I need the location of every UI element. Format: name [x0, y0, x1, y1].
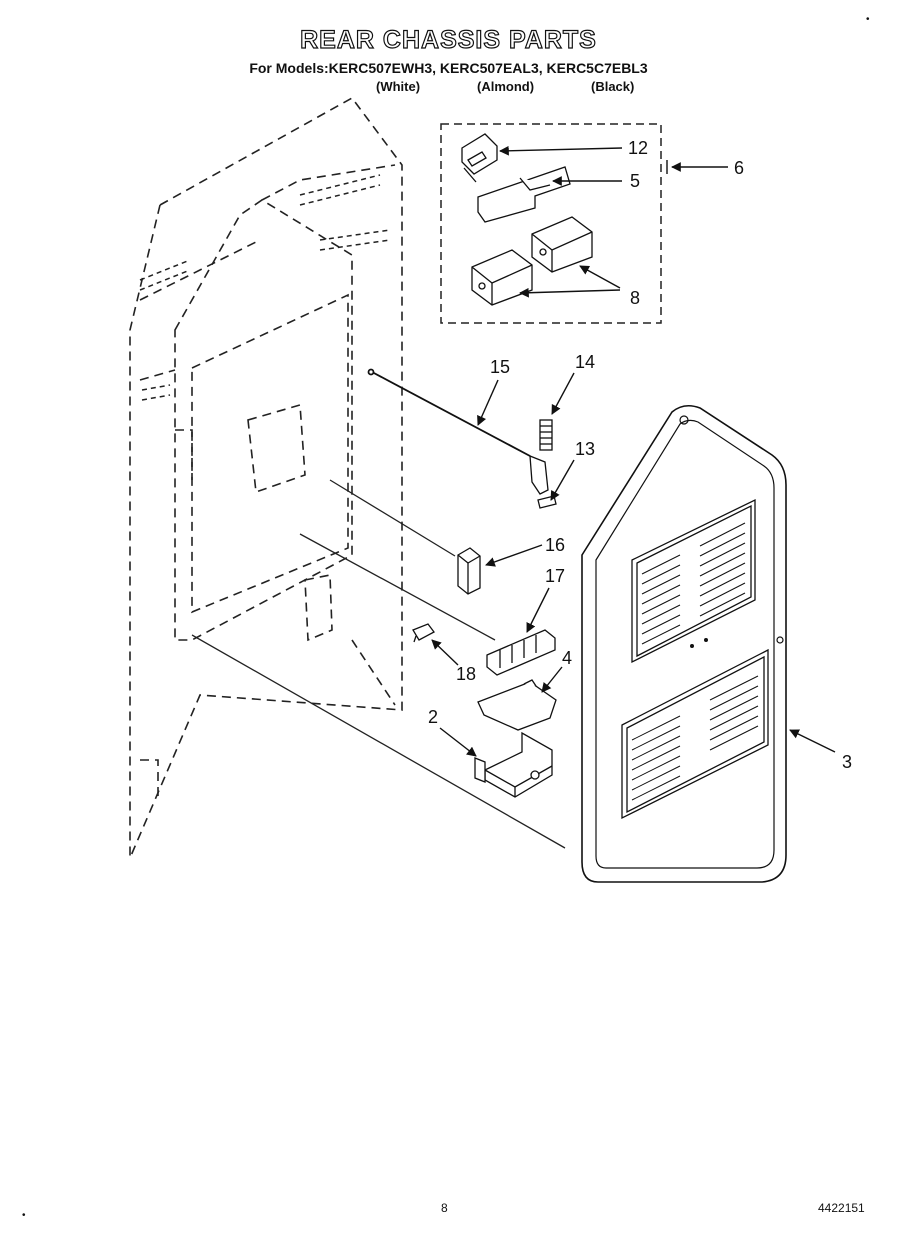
part-5-bracket: [477, 166, 571, 223]
part-18-small-clip: [412, 623, 435, 643]
upper-vent-panel: [631, 498, 756, 664]
part-16-block: [457, 547, 481, 595]
variant-white: (White): [376, 79, 421, 94]
kit-dashed-box: [440, 123, 662, 324]
callout-3: 3: [842, 752, 852, 772]
callout-18: 18: [456, 664, 476, 684]
callout-4: 4: [562, 648, 572, 668]
part-15-rod: [367, 368, 531, 457]
part-4-plate: [477, 679, 557, 731]
chassis-rail-lines: [191, 479, 566, 849]
corner-mark-top-right: •: [866, 14, 870, 25]
page-title: REAR CHASSIS PARTS: [300, 25, 597, 54]
callout-6: 6: [734, 158, 744, 178]
part-2-bracket-box: [474, 731, 553, 798]
document-number: 4422151: [818, 1201, 865, 1215]
callout-8: 8: [630, 288, 640, 308]
callout-2: 2: [428, 707, 438, 727]
variant-almond: (Almond): [477, 79, 535, 94]
variant-black: (Black): [591, 79, 635, 94]
cabinet-vent-slots: [139, 174, 391, 401]
part-13-latch: [529, 455, 557, 509]
part-17-terminal-block: [486, 629, 556, 676]
part-12-clip: [461, 133, 498, 183]
part-8-blocks: [471, 216, 593, 306]
leader-arrows: [431, 145, 836, 757]
lower-vent-panel: [621, 648, 769, 820]
models-line: For Models:KERC507EWH3, KERC507EAL3, KER…: [249, 60, 648, 76]
part-3-rear-panel: [581, 404, 787, 883]
callout-14: 14: [575, 352, 595, 372]
range-cabinet-outline: [129, 96, 403, 859]
part-14-spring: [539, 419, 553, 451]
callout-17: 17: [545, 566, 565, 586]
page-number: 8: [441, 1201, 448, 1215]
callout-13: 13: [575, 439, 595, 459]
callout-15: 15: [490, 357, 510, 377]
callout-5: 5: [630, 171, 640, 191]
callout-16: 16: [545, 535, 565, 555]
corner-mark-bottom-left: •: [22, 1210, 26, 1221]
callout-12: 12: [628, 138, 648, 158]
